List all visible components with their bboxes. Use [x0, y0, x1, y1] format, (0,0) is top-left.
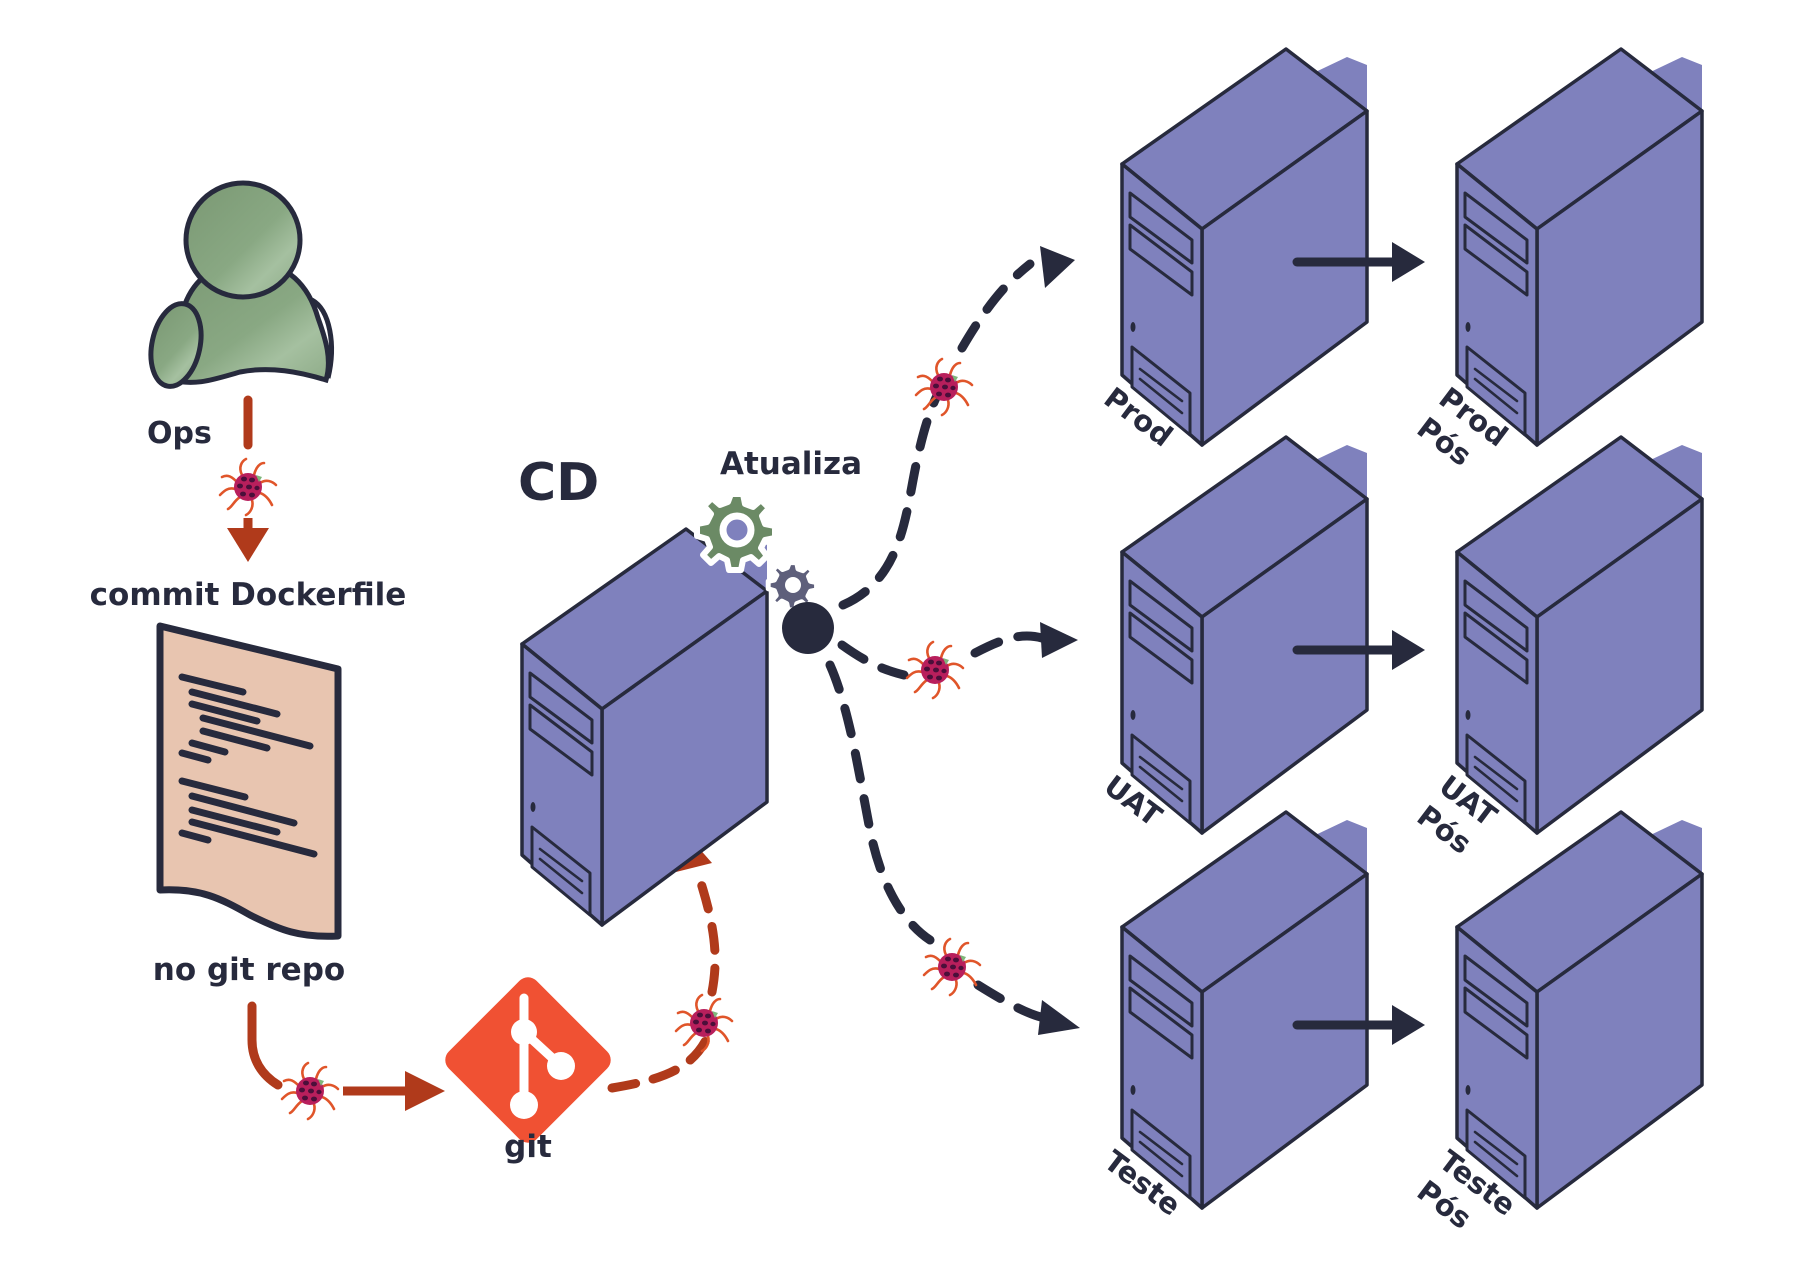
promote-arrow-head-uat [1392, 630, 1425, 670]
large-gear-hole [719, 512, 755, 548]
path-to-uat-end [970, 631, 1047, 658]
git-label: git [504, 1129, 552, 1165]
server-uat-icon [1120, 435, 1369, 835]
path-to-uat [837, 640, 909, 680]
bug-icon [280, 1061, 340, 1121]
commit-label: commit Dockerfile [90, 577, 407, 613]
server-teste-icon [1120, 810, 1369, 1210]
server-post-teste-icon [1455, 810, 1704, 1210]
server-prod-icon [1120, 47, 1369, 447]
small-gear-hole [785, 577, 801, 593]
cd-label: CD [518, 453, 599, 513]
arrow-repo-to-git [247, 1001, 445, 1111]
path-to-prod-upper [957, 259, 1035, 353]
hub-dot-icon [782, 602, 834, 654]
bug-icon [905, 640, 965, 700]
arrow-head-teste [1038, 1000, 1080, 1035]
path-to-prod [838, 367, 955, 610]
arrow-head-prod [1040, 246, 1075, 288]
git-logo-icon [445, 977, 611, 1143]
ops-label: Ops [147, 416, 212, 451]
bug-icon [914, 357, 974, 417]
bug-icon [922, 937, 982, 997]
promote-arrow-head-teste [1392, 1005, 1425, 1045]
arrow-head-uat [1040, 622, 1078, 658]
server-post-uat-icon [1455, 435, 1704, 835]
bug-icon [218, 457, 278, 517]
ops-person-icon [148, 180, 334, 389]
path-to-teste [825, 660, 935, 945]
server-post-prod-icon [1455, 47, 1704, 447]
cd-server-icon [520, 527, 769, 927]
atualiza-label: Atualiza [720, 446, 862, 482]
path-to-teste-end [973, 980, 1050, 1023]
promote-arrow-head-prod [1392, 242, 1425, 282]
dockerfile-document-icon [156, 622, 342, 940]
arrow-ops-to-commit [227, 395, 269, 562]
repo-label: no git repo [153, 952, 345, 988]
